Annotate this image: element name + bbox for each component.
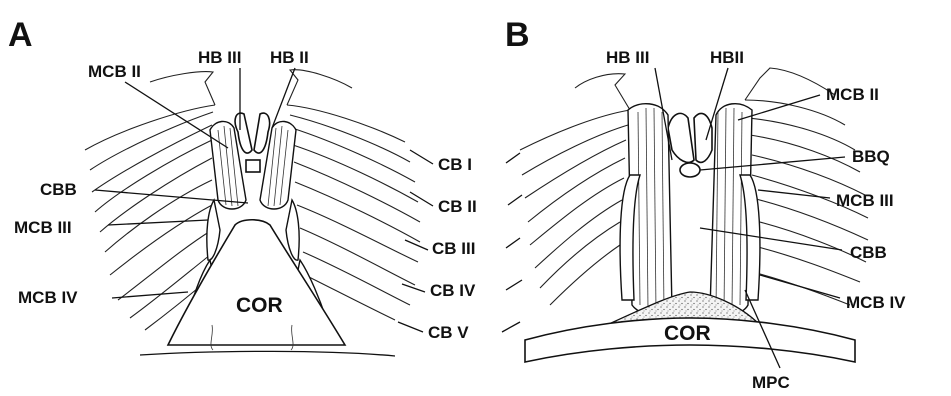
panel-a-label-cbb: CBB bbox=[40, 180, 77, 199]
panel-a-tick-cb4-right bbox=[506, 280, 522, 290]
panel-b-label-cbb: CBB bbox=[850, 243, 887, 262]
panel-a-tick-cb4-left bbox=[402, 284, 425, 292]
panel-a-cor-shape bbox=[168, 220, 345, 345]
panel-a-label-mcb2: MCB II bbox=[88, 62, 141, 81]
panel-b-left-rays bbox=[520, 74, 630, 305]
panel-a-label-mcb3: MCB III bbox=[14, 218, 72, 237]
panel-a-tick-cb3-left bbox=[405, 240, 428, 250]
panel-a-hb3-right bbox=[254, 113, 270, 153]
panel-a-label-cor: COR bbox=[236, 294, 283, 317]
panel-b-lead-mcb3 bbox=[758, 190, 830, 198]
panel-b-label-cor: COR bbox=[664, 322, 711, 345]
panel-a-tick-cb1-left bbox=[410, 150, 433, 164]
panel-b-hb2 bbox=[694, 113, 712, 162]
panel-a-lead-mcb2 bbox=[125, 82, 228, 148]
panel-b: B bbox=[505, 16, 906, 392]
panel-a-base-line bbox=[140, 351, 395, 356]
panel-a: A bbox=[8, 16, 522, 356]
panel-a-lead-mcb4 bbox=[112, 292, 188, 298]
panel-a-tick-cb3-right bbox=[506, 238, 520, 248]
panel-a-tick-cb5-right bbox=[502, 322, 520, 332]
panel-b-lead-mcb2 bbox=[738, 95, 820, 120]
panel-b-hb3 bbox=[668, 113, 694, 162]
panel-b-label-mcb4: MCB IV bbox=[846, 293, 906, 312]
panel-a-letter: A bbox=[8, 16, 33, 54]
panel-a-label-hb3: HB III bbox=[198, 48, 241, 67]
panel-a-tick-cb5-left bbox=[398, 322, 423, 332]
panel-a-tick-cb1-right bbox=[506, 153, 520, 163]
panel-b-bbq-shape bbox=[680, 163, 700, 177]
panel-b-label-mpc: MPC bbox=[752, 373, 790, 392]
panel-a-lead-hb2 bbox=[272, 68, 295, 128]
panel-a-label-mcb4: MCB IV bbox=[18, 288, 78, 307]
panel-a-tick-cb2-right bbox=[508, 195, 522, 205]
panel-b-label-mcb2: MCB II bbox=[826, 85, 879, 104]
panel-a-lead-mcb3 bbox=[108, 220, 208, 225]
panel-a-label-cb2: CB II bbox=[438, 197, 477, 216]
panel-b-label-hb3: HB III bbox=[606, 48, 649, 67]
panel-a-hb2-block bbox=[246, 160, 260, 172]
panel-b-label-mcb3: MCB III bbox=[836, 191, 894, 210]
panel-a-label-hb2: HB II bbox=[270, 48, 309, 67]
panel-a-label-cb1: CB I bbox=[438, 155, 472, 174]
panel-b-label-bbq: BBQ bbox=[852, 147, 890, 166]
panel-a-label-cb4: CB IV bbox=[430, 281, 476, 300]
panel-b-letter: B bbox=[505, 16, 530, 54]
panel-a-label-cb5: CB V bbox=[428, 323, 469, 342]
panel-b-label-hb2: HBII bbox=[710, 48, 744, 67]
panel-a-label-cb3: CB III bbox=[432, 239, 475, 258]
panel-b-lead-mcb4 bbox=[760, 275, 840, 298]
